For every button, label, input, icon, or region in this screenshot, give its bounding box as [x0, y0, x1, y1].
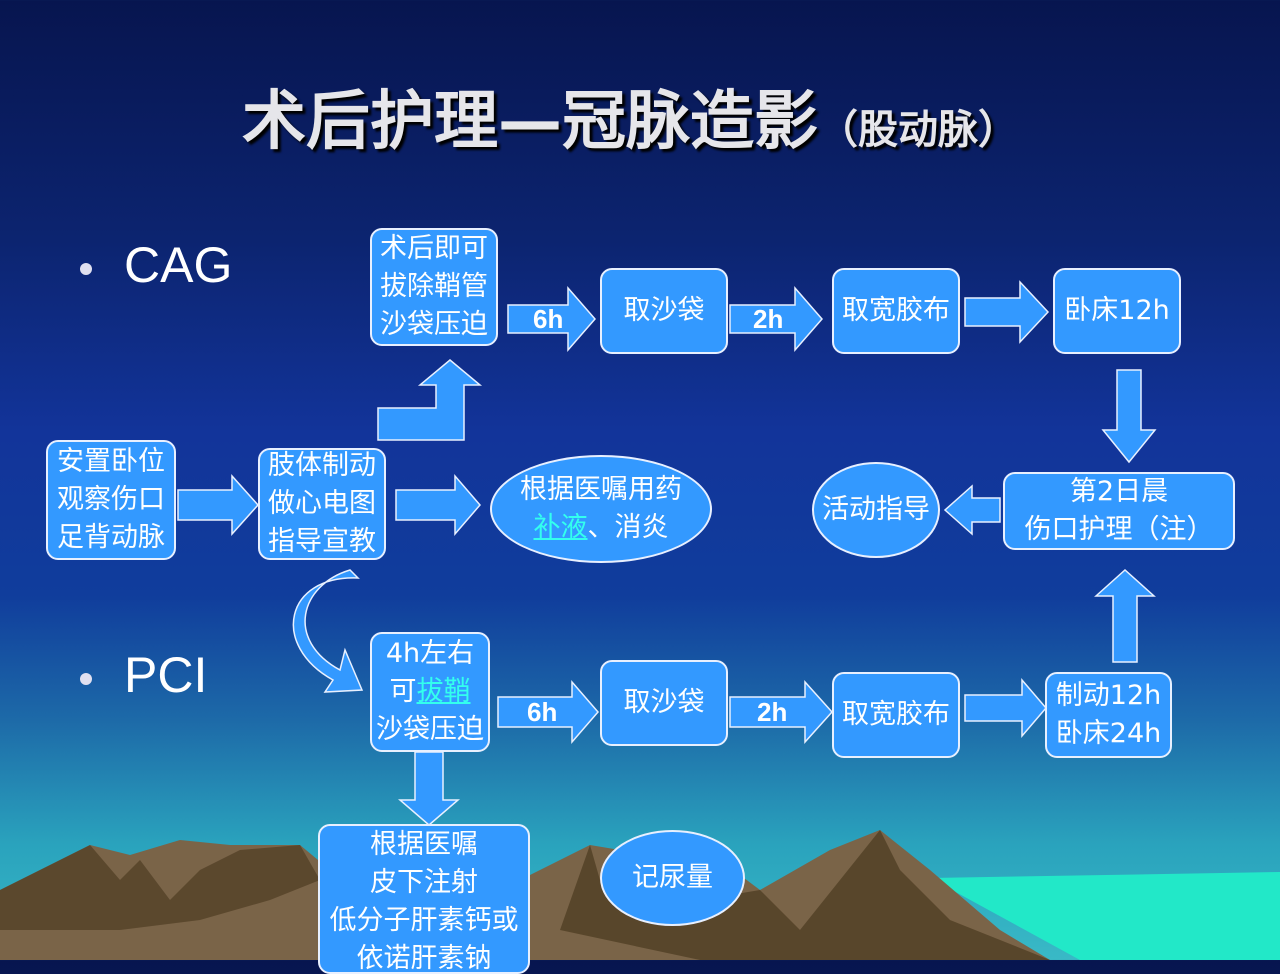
text-line: 第2日晨: [1069, 476, 1169, 507]
text-line: 取沙袋: [623, 687, 705, 718]
text-line: 根据医嘱: [370, 829, 478, 860]
link-sheath[interactable]: 拔鞘: [416, 676, 471, 707]
text-line: 肢体制动: [268, 450, 376, 481]
text-line: 补液、消炎: [534, 509, 669, 547]
text-rest: 、消炎: [587, 512, 669, 543]
text-line: 沙袋压迫: [376, 714, 484, 745]
cag-step-sandbag: 取沙袋: [600, 268, 728, 354]
text-line: 4h左右: [385, 638, 475, 669]
text-line: 安置卧位: [57, 446, 165, 477]
pci-step-urine-output: 记尿量: [600, 830, 745, 926]
text-line: 活动指导: [822, 494, 930, 525]
pci-step-anticoagulant: 根据医嘱皮下注射低分子肝素钙或依诺肝素钠: [318, 824, 530, 974]
arrow-left-icon: [943, 484, 1001, 536]
arrow-up-bent-icon: [377, 359, 483, 441]
cag-step-sheath-removal: 术后即可拔除鞘管沙袋压迫: [370, 228, 498, 346]
text-line: 指导宣教: [268, 526, 376, 557]
step-activity-guidance: 活动指导: [812, 462, 940, 558]
pci-step-bedrest: 制动12h 卧床24h: [1045, 672, 1172, 758]
text-line: 术后即可: [380, 233, 488, 264]
step-limb-immobilization: 肢体制动做心电图指导宣教: [258, 448, 386, 560]
text-line: 记尿量: [632, 862, 713, 893]
text-line: 依诺肝素钠: [356, 943, 492, 974]
bullet-dot-icon: [80, 262, 92, 275]
text-line: 皮下注射: [370, 867, 478, 898]
text-line: 低分子肝素钙或: [329, 905, 519, 936]
step-medication: 根据医嘱用药补液、消炎: [490, 455, 712, 563]
arrow-right-icon: [497, 679, 599, 745]
text-line: 做心电图: [268, 488, 376, 519]
arrow-down-icon: [397, 751, 461, 826]
step-positioning: 安置卧位观察伤口足背动脉: [46, 440, 176, 560]
pci-step-tape: 取宽胶布: [832, 672, 960, 758]
title-sub: （股动脉）: [818, 107, 1018, 153]
text-line: 沙袋压迫: [380, 309, 488, 340]
cag-step-bedrest: 卧床12h: [1053, 268, 1181, 354]
bullet-cag-label: CAG: [124, 237, 233, 293]
arrow-right-icon: [729, 680, 834, 744]
arrow-right-icon: [729, 285, 823, 353]
text-line: 足背动脉: [57, 522, 165, 553]
bullet-pci: PCI: [80, 646, 207, 704]
text-line: 制动12h: [1055, 680, 1162, 711]
text-line: 根据医嘱用药: [520, 474, 682, 505]
text-line: 可拔鞘: [390, 673, 471, 711]
arrow-right-icon: [395, 473, 481, 537]
bullet-pci-label: PCI: [124, 647, 208, 703]
pci-duration-6h: 6h: [527, 697, 558, 727]
slide-title: 术后护理—冠脉造影（股动脉）: [0, 70, 1260, 162]
text-line: 取宽胶布: [842, 699, 950, 730]
arrow-down-icon: [1101, 369, 1157, 464]
text-line: 拔除鞘管: [380, 271, 488, 302]
step-day2-wound-care: 第2日晨伤口护理（注）: [1003, 472, 1235, 550]
bullet-cag: CAG: [80, 236, 232, 294]
text-line: 卧床12h: [1064, 295, 1170, 326]
title-main: 术后护理—冠脉造影: [242, 85, 818, 159]
cag-step-tape: 取宽胶布: [832, 268, 960, 354]
bullet-dot-icon: [80, 672, 92, 685]
pci-duration-2h: 2h: [757, 697, 788, 727]
text-line: 取宽胶布: [842, 295, 950, 326]
cag-duration-6h: 6h: [533, 304, 564, 334]
pci-step-sandbag: 取沙袋: [600, 660, 728, 746]
arrow-curved-icon: [292, 569, 364, 693]
arrow-right-icon: [964, 677, 1047, 739]
text-line: 伤口护理（注）: [1024, 514, 1214, 545]
arrow-right-icon: [177, 474, 260, 536]
arrow-right-icon: [507, 285, 596, 353]
arrow-up-icon: [1094, 568, 1156, 663]
link-fluid[interactable]: 补液: [533, 512, 588, 543]
cag-duration-2h: 2h: [753, 304, 784, 334]
pci-step-sheath-removal: 4h左右可拔鞘沙袋压迫: [370, 632, 490, 752]
text-line: 观察伤口: [57, 484, 165, 515]
text-line: 卧床24h: [1055, 718, 1162, 749]
text-pre: 可: [389, 676, 417, 707]
arrow-right-icon: [964, 280, 1050, 344]
text-line: 取沙袋: [623, 295, 705, 326]
